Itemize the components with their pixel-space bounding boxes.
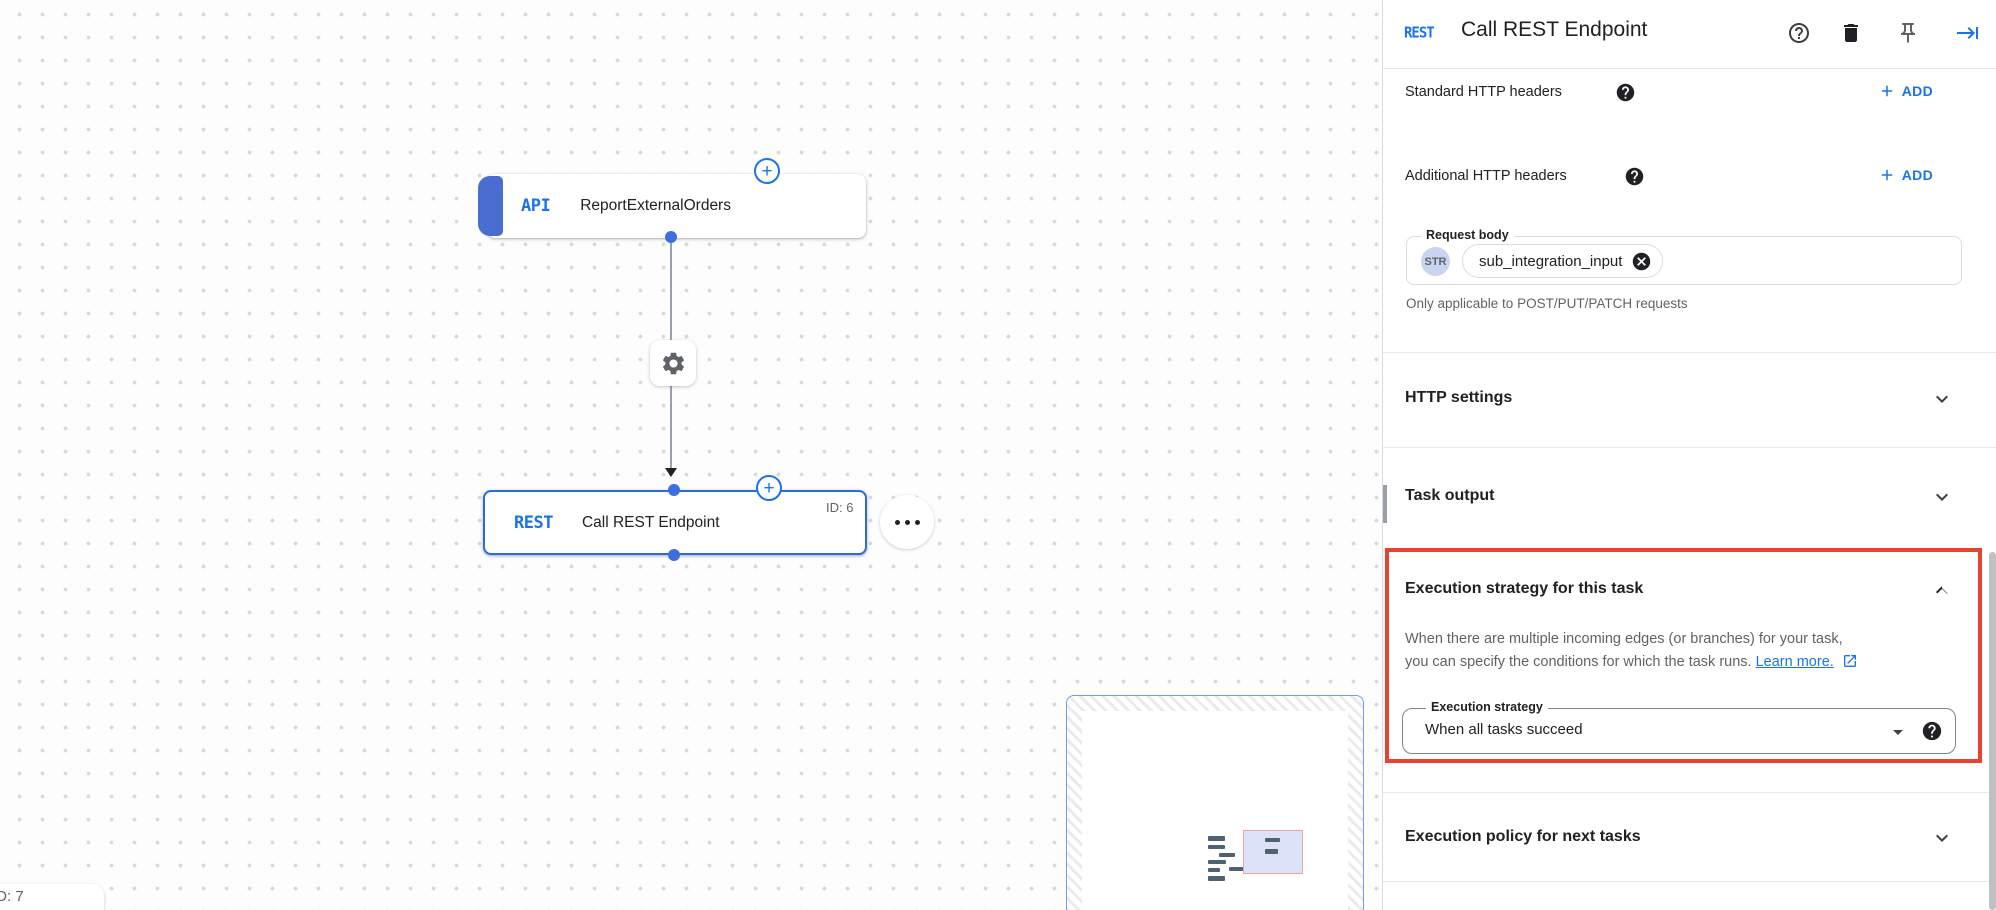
task-config-panel: REST Call REST Endpoint Standard HTTP he…	[1382, 0, 1996, 910]
minimap-bar	[1208, 868, 1220, 872]
node-more-options-button[interactable]	[880, 495, 934, 549]
node-id-badge: ID: 6	[826, 500, 854, 515]
rest-task-icon: REST	[1404, 24, 1435, 42]
divider	[1383, 447, 1996, 448]
pin-panel-icon[interactable]	[1896, 21, 1920, 45]
sub-integration-preview[interactable]	[1066, 695, 1364, 910]
request-body-field[interactable]: Request body STR sub_integration_input	[1406, 228, 1962, 285]
divider	[1383, 792, 1996, 793]
minimap-bar	[1265, 849, 1278, 854]
add-task-after-rest-button[interactable]: +	[756, 475, 782, 501]
rest-node-input-port[interactable]	[668, 484, 680, 496]
divider	[1383, 68, 1996, 69]
minimap-bar	[1219, 853, 1235, 857]
api-node-accent-bar	[478, 176, 503, 236]
sub-integration-preview-inner	[1082, 711, 1348, 910]
remove-variable-icon[interactable]	[1631, 251, 1652, 272]
api-task-icon: API	[521, 196, 551, 216]
edge-arrowhead	[665, 468, 677, 477]
section-task-output[interactable]: Task output	[1405, 487, 1495, 504]
panel-title: Call REST Endpoint	[1461, 18, 1648, 41]
execution-strategy-description: When there are multiple incoming edges (…	[1405, 628, 1957, 674]
node-label: ReportExternalOrders	[580, 197, 731, 214]
chevron-down-icon[interactable]	[1930, 826, 1954, 850]
open-in-new-icon[interactable]	[1842, 653, 1858, 669]
gear-icon	[662, 352, 684, 374]
learn-more-link[interactable]: Learn more.	[1755, 654, 1834, 670]
rest-task-icon: REST	[514, 512, 553, 533]
dot	[904, 519, 910, 525]
plus-icon	[1881, 169, 1893, 181]
rest-node-output-port[interactable]	[668, 549, 680, 561]
execution-strategy-select[interactable]: Execution strategy When all tasks succee…	[1402, 700, 1956, 754]
node-label: Call REST Endpoint	[581, 513, 720, 531]
minimap-bar	[1208, 845, 1225, 849]
panel-scroll-indicator	[1383, 485, 1387, 523]
node-report-external-orders[interactable]: API ReportExternalOrders	[487, 174, 866, 238]
add-task-after-api-button[interactable]: +	[754, 158, 780, 184]
string-type-chip: STR	[1421, 247, 1450, 276]
minimap-bar	[1208, 876, 1225, 881]
dot	[894, 519, 900, 525]
divider	[1383, 352, 1996, 353]
dot	[914, 519, 920, 525]
help-filled-icon[interactable]	[1624, 166, 1645, 187]
request-body-helper-text: Only applicable to POST/PUT/PATCH reques…	[1406, 296, 1688, 311]
divider	[1383, 881, 1996, 882]
api-node-output-port[interactable]	[665, 231, 677, 243]
node-id-badge: ID: 7	[0, 888, 24, 905]
request-body-label: Request body	[1421, 228, 1514, 242]
execution-strategy-field-label: Execution strategy	[1426, 700, 1548, 714]
standard-headers-label: Standard HTTP headers	[1405, 84, 1562, 100]
add-additional-header-button[interactable]: ADD	[1878, 166, 1933, 184]
chevron-up-icon[interactable]	[1930, 578, 1954, 602]
add-standard-header-button[interactable]: ADD	[1878, 82, 1933, 100]
panel-scrollbar[interactable]	[1989, 552, 1996, 910]
help-filled-icon[interactable]	[1921, 720, 1943, 742]
minimap-selected-node	[1243, 830, 1303, 874]
help-icon[interactable]	[1787, 21, 1811, 45]
node-call-rest-endpoint[interactable]: REST Call REST Endpoint	[483, 490, 867, 555]
section-execution-policy[interactable]: Execution policy for next tasks	[1405, 828, 1641, 845]
edge-settings-button[interactable]	[650, 340, 696, 386]
execution-strategy-value: When all tasks succeed	[1425, 721, 1583, 738]
section-http-settings[interactable]: HTTP settings	[1405, 389, 1513, 406]
minimap-bar	[1265, 838, 1280, 842]
chevron-down-icon[interactable]	[1930, 387, 1954, 411]
request-body-variable-chip[interactable]: sub_integration_input	[1462, 244, 1664, 278]
minimap-bar	[1208, 860, 1226, 864]
additional-headers-label: Additional HTTP headers	[1405, 168, 1567, 184]
panel-header: REST Call REST Endpoint	[1383, 0, 1996, 68]
dropdown-caret-icon[interactable]	[1886, 720, 1910, 744]
section-execution-strategy[interactable]: Execution strategy for this task	[1405, 580, 1644, 597]
node-partial-bottom-left[interactable]	[0, 884, 104, 910]
collapse-panel-icon[interactable]	[1956, 21, 1980, 45]
plus-icon	[1881, 85, 1893, 97]
minimap-bar	[1229, 867, 1245, 871]
help-filled-icon[interactable]	[1615, 82, 1636, 103]
delete-task-icon[interactable]	[1839, 21, 1863, 45]
chevron-down-icon[interactable]	[1930, 485, 1954, 509]
minimap-bar	[1208, 836, 1225, 841]
workflow-canvas[interactable]: API ReportExternalOrders + REST Call RES…	[0, 0, 1382, 910]
